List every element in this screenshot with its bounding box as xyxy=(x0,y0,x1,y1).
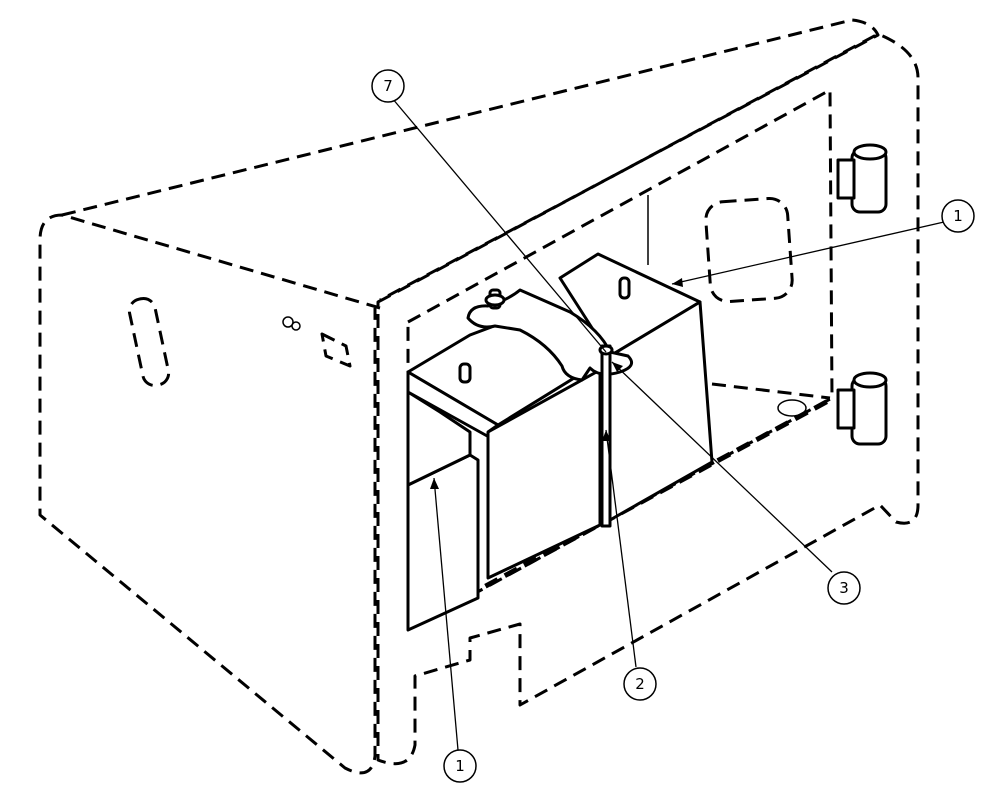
callout-7: 7 xyxy=(371,69,405,103)
arrow-1-top xyxy=(672,278,683,287)
callout-3: 3 xyxy=(827,571,861,605)
hinge-bottom xyxy=(836,371,888,446)
callout-2-label: 2 xyxy=(635,675,645,693)
leader-7 xyxy=(391,97,607,353)
callout-1-top-label: 1 xyxy=(953,207,963,225)
hinge-top xyxy=(836,143,888,214)
callout-1-bottom: 1 xyxy=(443,749,477,783)
callout-7-label: 7 xyxy=(383,77,393,95)
enclosure-roof-panel xyxy=(61,18,880,302)
left-panel-cutout xyxy=(320,332,352,368)
arrow-3 xyxy=(612,362,623,372)
rear-floor-edge xyxy=(711,382,831,400)
callout-1-bottom-label: 1 xyxy=(455,757,465,775)
leader-2 xyxy=(605,429,637,668)
enclosure-left-panel xyxy=(38,213,381,775)
enclosure-front-frame xyxy=(376,32,920,766)
leader-1-bottom xyxy=(433,477,459,751)
left-panel-screw xyxy=(282,316,294,328)
leader-3 xyxy=(611,361,833,573)
leader-1-top xyxy=(671,221,945,285)
rear-wall-window xyxy=(704,196,794,304)
left-panel-screw-2 xyxy=(291,321,301,331)
floor-hole xyxy=(777,399,807,417)
battery-left xyxy=(406,390,480,632)
callout-1-top: 1 xyxy=(941,199,975,233)
callout-2: 2 xyxy=(623,667,657,701)
arrow-1-bottom xyxy=(430,478,439,489)
arrow-2 xyxy=(602,430,611,441)
callout-3-label: 3 xyxy=(839,579,849,597)
left-panel-handle-slot xyxy=(127,296,171,388)
leader-lines xyxy=(391,97,945,751)
